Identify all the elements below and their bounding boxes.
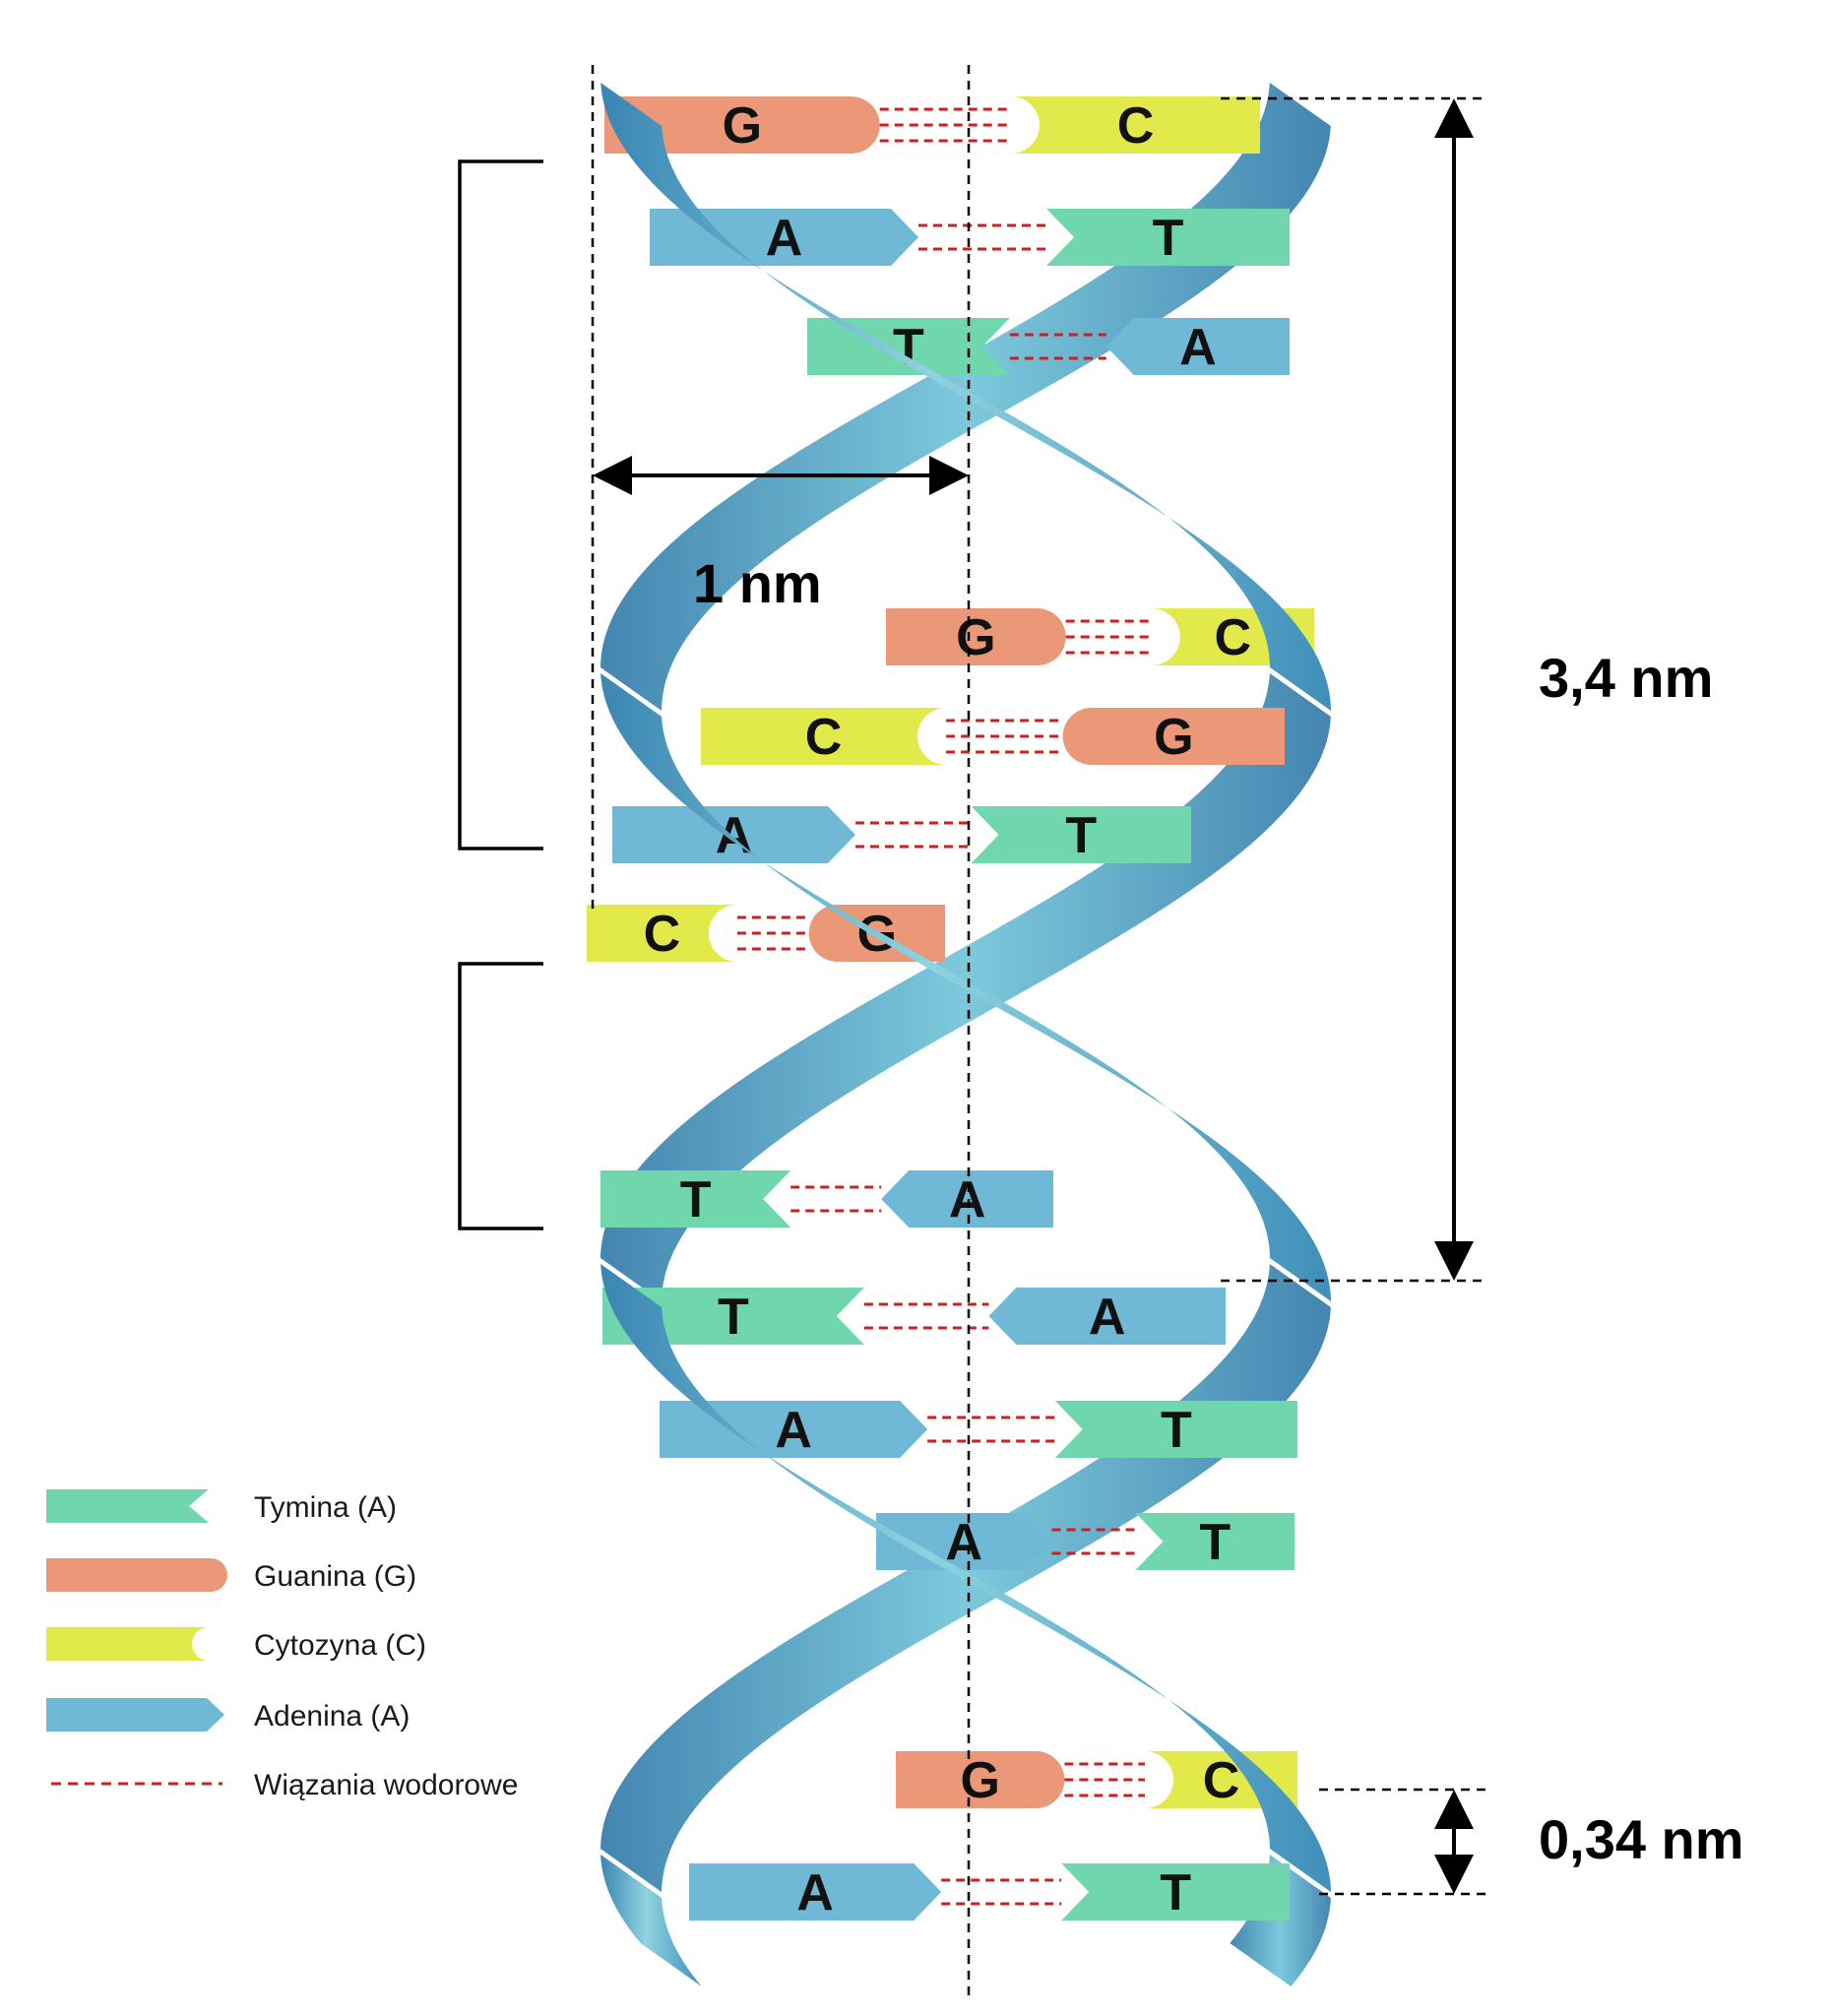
pitch-label: 3,4 nm bbox=[1539, 647, 1713, 709]
legend-item-hbond: Wiązania wodorowe bbox=[51, 1769, 518, 1801]
cytosine-shape-icon bbox=[46, 1627, 209, 1661]
base-G-shape bbox=[896, 1751, 1065, 1808]
base-letter: T bbox=[718, 1289, 749, 1346]
base-letter: T bbox=[680, 1171, 712, 1228]
base-letter: G bbox=[723, 97, 762, 155]
base-letter: C bbox=[1203, 1752, 1240, 1809]
legend-label: Adenina (A) bbox=[254, 1700, 410, 1732]
base-letter: T bbox=[1161, 1402, 1192, 1459]
legend-item-adenine: Adenina (A) bbox=[46, 1698, 410, 1732]
base-letter: A bbox=[796, 1864, 834, 1922]
thymine-shape-icon bbox=[46, 1489, 209, 1523]
base-G-shape bbox=[886, 608, 1066, 665]
strand-2-front-segment bbox=[600, 83, 1331, 711]
major-groove-bracket bbox=[458, 159, 543, 850]
strand-1-front-segment bbox=[600, 1855, 702, 1986]
base-T-shape bbox=[602, 1288, 864, 1345]
base-C-shape bbox=[701, 708, 947, 765]
legend-label: Tymina (A) bbox=[254, 1491, 397, 1524]
adenine-shape-icon bbox=[46, 1698, 224, 1732]
base-A-shape bbox=[612, 806, 855, 863]
legend: Tymina (A) Guanina (G) Cytozyna (C) Adenina… bbox=[46, 1489, 518, 1801]
base-T-shape bbox=[1046, 209, 1290, 266]
base-letter: G bbox=[1154, 709, 1193, 766]
base-A-shape bbox=[660, 1401, 928, 1458]
legend-item-cytosine: Cytozyna (C) bbox=[46, 1627, 426, 1662]
base-A-shape bbox=[1106, 318, 1290, 375]
brackets bbox=[458, 159, 543, 1230]
base-letter: T bbox=[1199, 1514, 1231, 1571]
base-A-shape bbox=[876, 1513, 1052, 1570]
base-letter: T bbox=[1160, 1864, 1191, 1922]
base-letter: T bbox=[1153, 210, 1184, 267]
base-letter: C bbox=[805, 709, 843, 766]
base-letter: A bbox=[766, 210, 803, 267]
base-letter: G bbox=[960, 1752, 999, 1809]
base-G-shape bbox=[1062, 708, 1285, 765]
legend-item-guanine: Guanina (G) bbox=[46, 1558, 416, 1593]
base-letter: C bbox=[1215, 609, 1252, 666]
base-A-shape bbox=[881, 1170, 1053, 1228]
guanine-shape-icon bbox=[46, 1558, 227, 1592]
strand-1-front-segment bbox=[600, 673, 1331, 1301]
legend-label: Cytozyna (C) bbox=[254, 1629, 426, 1662]
minor-groove-bracket bbox=[458, 962, 543, 1230]
base-letter: A bbox=[1089, 1289, 1126, 1346]
dna-front-strand bbox=[600, 83, 1331, 1986]
base-letter: A bbox=[949, 1171, 986, 1228]
base-T-shape bbox=[1054, 1401, 1297, 1458]
legend-label: Guanina (G) bbox=[254, 1560, 416, 1593]
base-C-shape bbox=[1010, 96, 1260, 154]
base-T-shape bbox=[971, 806, 1191, 863]
base-A-shape bbox=[689, 1863, 942, 1921]
base-pair: CG bbox=[587, 905, 945, 963]
measurement-arrows bbox=[593, 98, 1474, 1894]
base-letter: A bbox=[946, 1514, 983, 1571]
base-letter: A bbox=[775, 1402, 812, 1459]
base-letter: A bbox=[716, 807, 753, 864]
base-A-shape bbox=[650, 209, 918, 266]
base-C-shape bbox=[587, 905, 737, 962]
legend-item-thymine: Tymina (A) bbox=[46, 1489, 397, 1524]
strand-2-front-segment bbox=[600, 1264, 1331, 1892]
base-letter: C bbox=[644, 906, 681, 963]
base-letter: A bbox=[1179, 319, 1217, 376]
base-A-shape bbox=[988, 1288, 1226, 1345]
base-T-shape bbox=[1135, 1513, 1295, 1570]
base-T-shape bbox=[1061, 1863, 1290, 1921]
width-label: 1 nm bbox=[693, 552, 822, 614]
base-pairs: GCATTAGCCGATCGTATAATATGCAT bbox=[587, 96, 1314, 1922]
base-letter: T bbox=[1065, 807, 1097, 864]
legend-label: Wiązania wodorowe bbox=[254, 1769, 518, 1801]
base-T-shape bbox=[600, 1170, 791, 1228]
base-letter: C bbox=[1117, 97, 1155, 155]
rise-label: 0,34 nm bbox=[1539, 1808, 1744, 1870]
base-G-shape bbox=[604, 96, 880, 154]
base-letter: G bbox=[956, 609, 995, 666]
